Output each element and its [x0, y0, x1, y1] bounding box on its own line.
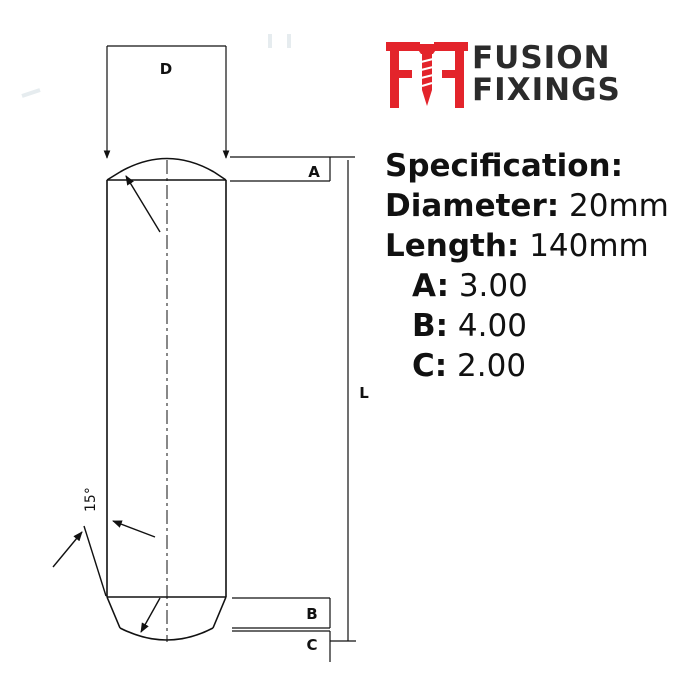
a-dimension	[230, 156, 355, 182]
length-label: Length:	[385, 228, 520, 264]
spec-row-c: C: 2.00	[385, 346, 669, 386]
b-label: B:	[412, 308, 449, 344]
length-value: 140mm	[529, 228, 649, 264]
label-d: D	[160, 60, 172, 78]
spec-row-diameter: Diameter: 20mm	[385, 186, 669, 226]
diameter-dimension	[103, 45, 230, 159]
label-a: A	[308, 163, 320, 181]
brand-name-line1: FUSION	[472, 40, 611, 76]
diameter-label: Diameter:	[385, 188, 560, 224]
c-dimension	[232, 630, 331, 662]
diameter-value: 20mm	[569, 188, 669, 224]
label-angle: 15°	[83, 487, 99, 512]
radius-arrows	[125, 175, 161, 633]
angle-indicator	[52, 520, 156, 597]
watermark-marks	[21, 34, 291, 98]
label-c: C	[306, 636, 317, 654]
label-b: B	[306, 605, 317, 623]
spec-row-a: A: 3.00	[385, 266, 669, 306]
a-label: A:	[412, 268, 449, 304]
brand-name: FUSION FIXINGS	[472, 42, 621, 106]
b-value: 4.00	[457, 308, 527, 344]
specification-panel: Specification: Diameter: 20mm Length: 14…	[385, 146, 669, 386]
a-value: 3.00	[458, 268, 528, 304]
spec-heading: Specification:	[385, 146, 669, 186]
spec-heading-text: Specification:	[385, 148, 624, 184]
c-label: C:	[412, 348, 448, 384]
c-value: 2.00	[457, 348, 527, 384]
b-dimension	[232, 597, 331, 629]
brand-logo: FUSION FIXINGS	[386, 40, 636, 110]
spec-row-length: Length: 140mm	[385, 226, 669, 266]
brand-name-line2: FIXINGS	[472, 72, 621, 108]
label-l: L	[359, 384, 369, 402]
length-dimension	[330, 160, 356, 642]
spec-row-b: B: 4.00	[385, 306, 669, 346]
logo-mark-icon	[386, 42, 468, 108]
